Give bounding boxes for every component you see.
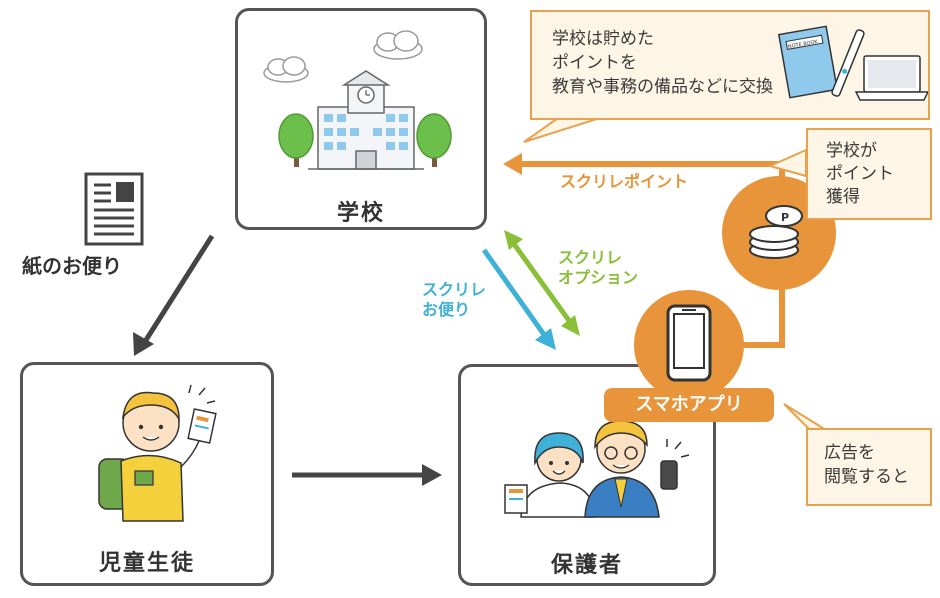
callout-school-exchange-line1: 学校は貯めた xyxy=(552,29,654,49)
toothbrush-icon xyxy=(831,29,865,97)
callout-school-earns-line1: 学校が xyxy=(826,141,877,161)
school-node: 学校 xyxy=(235,8,487,230)
tree-icon xyxy=(278,113,452,167)
school-building xyxy=(317,70,415,170)
svg-text:P: P xyxy=(781,211,789,224)
guardians-illustration xyxy=(504,420,690,518)
smartphone-circle xyxy=(634,290,744,400)
arrow-sukurire-option xyxy=(504,230,580,336)
student-illustration xyxy=(98,384,217,522)
sukurire-option-label-2: オプション xyxy=(558,268,639,287)
coin-stack-icon: P xyxy=(749,205,803,259)
paper-letter-label: 紙のお便り xyxy=(22,254,122,278)
sukurire-option-label-1: スクリレ xyxy=(558,248,623,267)
notebook-icon: NOTE BOOK xyxy=(778,25,839,99)
school-building-illustration xyxy=(263,30,452,170)
arrow-sukurire-letter xyxy=(481,248,556,350)
notebook-text: NOTE BOOK xyxy=(788,39,819,50)
paper-document-icon xyxy=(84,172,144,246)
laptop-icon xyxy=(854,55,928,101)
callout-school-exchange-line2: ポイントを xyxy=(552,53,637,73)
student-node: 児童生徒 xyxy=(20,362,274,586)
student-label: 児童生徒 xyxy=(98,551,195,576)
callout-school-exchange-line3: 教育や事務の備品などに交換 xyxy=(552,77,773,97)
callout-school-earns: 学校が ポイント 獲得 xyxy=(806,128,932,220)
sukurire-letter-label-1: スクリレ xyxy=(422,280,487,299)
window-grid xyxy=(324,114,408,150)
callout-school-exchange: 学校は貯めた ポイントを 教育や事務の備品などに交換 NOTE BOOK xyxy=(530,10,930,120)
smartphone-app-label: スマホアプリ xyxy=(604,388,774,422)
guardian-label: 保護者 xyxy=(550,553,623,578)
callout-view-ads-line2: 閲覧すると xyxy=(824,467,909,487)
callout-school-earns-line3: 獲得 xyxy=(826,187,860,207)
callout-view-ads-line1: 広告を xyxy=(824,443,875,463)
smartphone-icon xyxy=(666,304,712,382)
supplies-illustration: NOTE BOOK xyxy=(778,25,928,101)
callout-school-earns-line2: ポイント xyxy=(826,164,894,184)
sukurire-points-label: スクリレポイント xyxy=(560,172,689,191)
arrow-student-to-guardian xyxy=(292,464,442,486)
cloud-icon xyxy=(263,30,423,83)
points-circle: P xyxy=(722,176,836,290)
sukurire-letter-label-2: お便り xyxy=(422,300,471,319)
callout-view-ads: 広告を 閲覧すると xyxy=(806,428,932,506)
school-label: 学校 xyxy=(336,201,385,226)
arrow-school-to-student xyxy=(133,234,215,356)
